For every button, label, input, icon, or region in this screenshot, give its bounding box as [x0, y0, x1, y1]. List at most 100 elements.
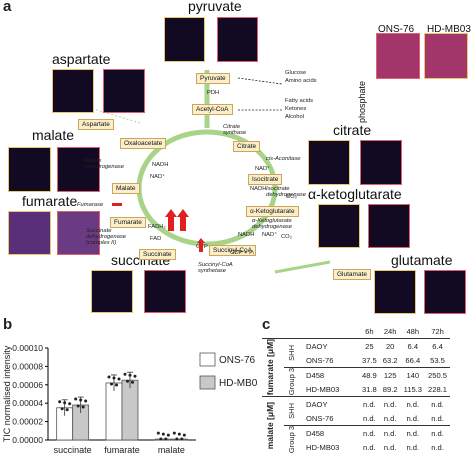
concentration-value: 31.8: [362, 384, 377, 394]
data-point: [117, 377, 121, 381]
akg-map-hdmb03: [368, 204, 410, 248]
data-point: [164, 437, 168, 441]
metabolite-label: malate [μM]: [262, 396, 284, 454]
data-point: [172, 431, 176, 435]
panel-label-a: a: [3, 0, 12, 15]
aspartate-map: [52, 69, 94, 113]
concentration-value: 37.5: [362, 355, 377, 365]
header-6h: 6h: [365, 326, 374, 336]
data-point: [175, 437, 179, 441]
concentration-value: 228.1: [428, 384, 448, 394]
concentration-value: n.d.: [359, 425, 380, 440]
data-point: [68, 402, 72, 406]
y-tick-label: 0.00010: [12, 343, 43, 353]
panel-label-b: b: [3, 316, 13, 333]
concentration-value: n.d.: [359, 396, 380, 411]
nad-text-1: NAD⁺: [150, 174, 166, 180]
fumarate-map: [8, 211, 51, 255]
concentration-value: 115.3: [403, 384, 423, 394]
co2-text-2: CO₂: [281, 234, 292, 240]
fadh2-text: FADH₂: [148, 224, 166, 230]
concentration-value: n.d.: [425, 425, 451, 440]
subgroup-label: SHH: [284, 396, 303, 426]
data-point: [128, 373, 132, 377]
concentration-value: n.d.: [425, 396, 451, 411]
data-point: [115, 383, 118, 387]
pdh-text: PDH: [207, 90, 220, 96]
data-point: [65, 408, 69, 412]
concentration-value: 48.9: [359, 367, 380, 382]
nadh-text-3: NADH: [238, 232, 255, 238]
intensity-bar-chart: 0.000000.000020.000040.000060.000080.000…: [2, 343, 258, 455]
data-point: [161, 432, 165, 436]
data-point: [63, 401, 67, 405]
concentration-value: 20: [379, 338, 401, 353]
concentration-value: 6.4: [400, 338, 426, 353]
x-tick-label: succinate: [54, 445, 92, 455]
gdp-text: GDP + Pᵢ: [230, 250, 254, 256]
bar-malate-HD-MB03: [170, 438, 188, 441]
data-point: [110, 382, 113, 386]
concentration-value: n.d.: [363, 413, 376, 423]
succinate-map: [91, 270, 133, 313]
cell-line-name: HD-MB03: [306, 442, 340, 452]
phosphate-map-hdmb03: [424, 33, 468, 79]
data-point: [133, 374, 137, 378]
legend-label: HD-MB03: [219, 378, 258, 389]
pyruvate-map: [164, 17, 205, 62]
pyruvate-label: pyruvate: [188, 0, 242, 14]
concentration-value: n.d.: [406, 413, 420, 423]
phosphate-map-ons76: [376, 33, 420, 79]
data-point: [131, 380, 134, 384]
malate-dh-text: Malate dehydrogenase: [84, 158, 124, 170]
data-point: [79, 398, 83, 402]
scs-text: Succinyl-CoA synthetase: [198, 262, 233, 274]
malate-map: [8, 147, 51, 192]
data-point: [58, 400, 62, 404]
panel-label-c: c: [262, 316, 271, 333]
concentration-value: 66.4: [405, 355, 421, 365]
cell-line-name: D458: [303, 367, 359, 382]
concentration-value: n.d.: [379, 396, 401, 411]
subgroup-label: Group 3: [284, 425, 303, 454]
concentration-value: n.d.: [379, 425, 401, 440]
co2-text-1: CO₂: [286, 194, 297, 200]
concentration-value: 89.2: [382, 384, 398, 394]
data-point: [74, 397, 78, 401]
akg-map: [318, 204, 360, 248]
table-header-row: 6h 24h 48h 72h: [262, 324, 450, 339]
concentration-value: 250.5: [425, 367, 451, 382]
fumarate-label: fumarate: [22, 193, 78, 209]
nadh-text-1: NADH: [152, 162, 169, 168]
cell-line-name: DAOY: [303, 338, 359, 353]
acetylcoa-box: Acetyl-CoA: [192, 104, 233, 115]
data-point: [126, 379, 129, 383]
phosphate-label: phosphate: [357, 81, 367, 124]
succinylcoa-box: Succinyl-CoA: [209, 245, 257, 256]
sdh-text: Succinate dehydrogenase (complex II): [86, 228, 126, 246]
malate-box: Malate: [112, 183, 140, 194]
data-point: [156, 431, 160, 435]
concentration-value: n.d.: [363, 442, 376, 452]
y-tick-label: 0.00004: [12, 398, 43, 408]
akg-dh-text: α-Ketoglutarate dehydrogenase: [252, 218, 292, 230]
concentration-value: n.d.: [431, 442, 444, 452]
data-point: [81, 405, 85, 409]
aspartate-label: aspartate: [52, 51, 111, 67]
header-24h: 24h: [383, 326, 397, 336]
citrate-synthase-text: Citrate synthase: [223, 124, 247, 136]
glucose-text: Glucose: [285, 70, 307, 76]
isocitrate-dh-text: Isocitrate dehydrogenase: [266, 186, 306, 198]
citrate-map-hdmb03: [360, 140, 402, 185]
nad-text-2: NAD⁺: [255, 166, 271, 172]
citrate-box: Citrate: [233, 141, 261, 152]
concentration-value: 6.4: [425, 338, 451, 353]
ons76-map-label: ONS-76: [378, 24, 415, 35]
glutamate-map: [374, 270, 416, 314]
